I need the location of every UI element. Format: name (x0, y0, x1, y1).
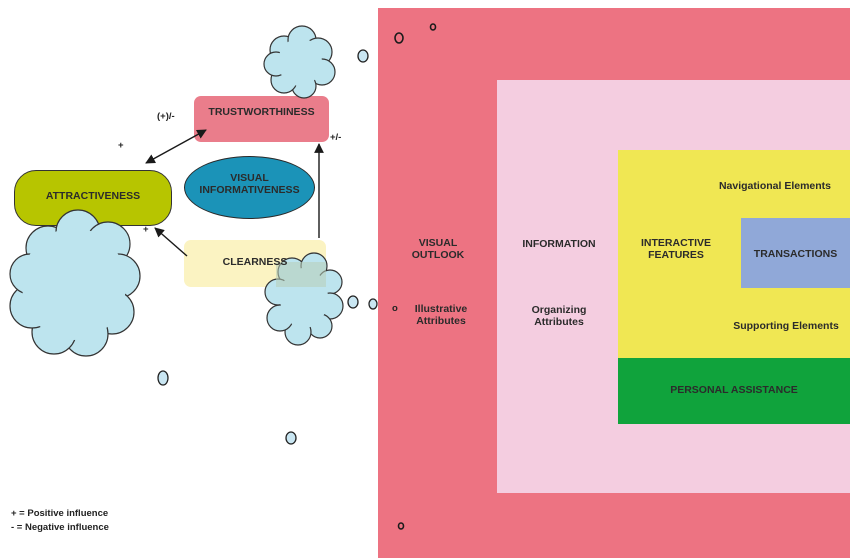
arrow-clearness-attractiveness (154, 227, 188, 257)
small-bubble (285, 431, 297, 445)
small-bubble (357, 49, 369, 63)
personal-assistance-layer (618, 358, 850, 424)
information-label: INFORMATION (522, 238, 596, 250)
legend-negative: - = Negative influence (11, 522, 109, 533)
personal-assistance-label: PERSONAL ASSISTANCE (670, 384, 798, 396)
transactions-layer (741, 218, 850, 288)
attractiveness-label: ATTRACTIVENESS (45, 190, 141, 202)
transactions-label: TRANSACTIONS (753, 248, 838, 260)
interactive-features-label: INTERACTIVE FEATURES (640, 237, 711, 262)
clearness-label: CLEARNESS (222, 256, 288, 268)
edge-label-clear-trust: +/- (330, 132, 342, 143)
edge-label-plus: + (118, 140, 124, 151)
trustworthiness-node (194, 96, 329, 142)
navigational-elements-label: Navigational Elements (718, 180, 832, 192)
cloud-shape (263, 25, 336, 99)
visual-informativeness-node (184, 156, 315, 219)
small-bubble (368, 298, 378, 310)
small-bubble (347, 295, 359, 309)
illustrative-attributes-label: Illustrative Attributes (414, 303, 468, 328)
small-circle-mark: o (392, 303, 398, 314)
edge-label-clear-plus: + (143, 224, 149, 235)
visual-informativeness-label: VISUAL INFORMATIVENESS (199, 172, 300, 197)
edge-label-attr-trust: (+)/- (157, 111, 175, 122)
cloud-shape (9, 209, 141, 357)
visual-outlook-label: VISUAL OUTLOOK (411, 237, 465, 262)
supporting-elements-label: Supporting Elements (733, 320, 839, 332)
trustworthiness-label: TRUSTWORTHINESS (208, 106, 315, 118)
legend-positive: + = Positive influence (11, 508, 109, 519)
small-bubble (157, 370, 169, 386)
organizing-attributes-label: Organizing Attributes (531, 304, 587, 329)
